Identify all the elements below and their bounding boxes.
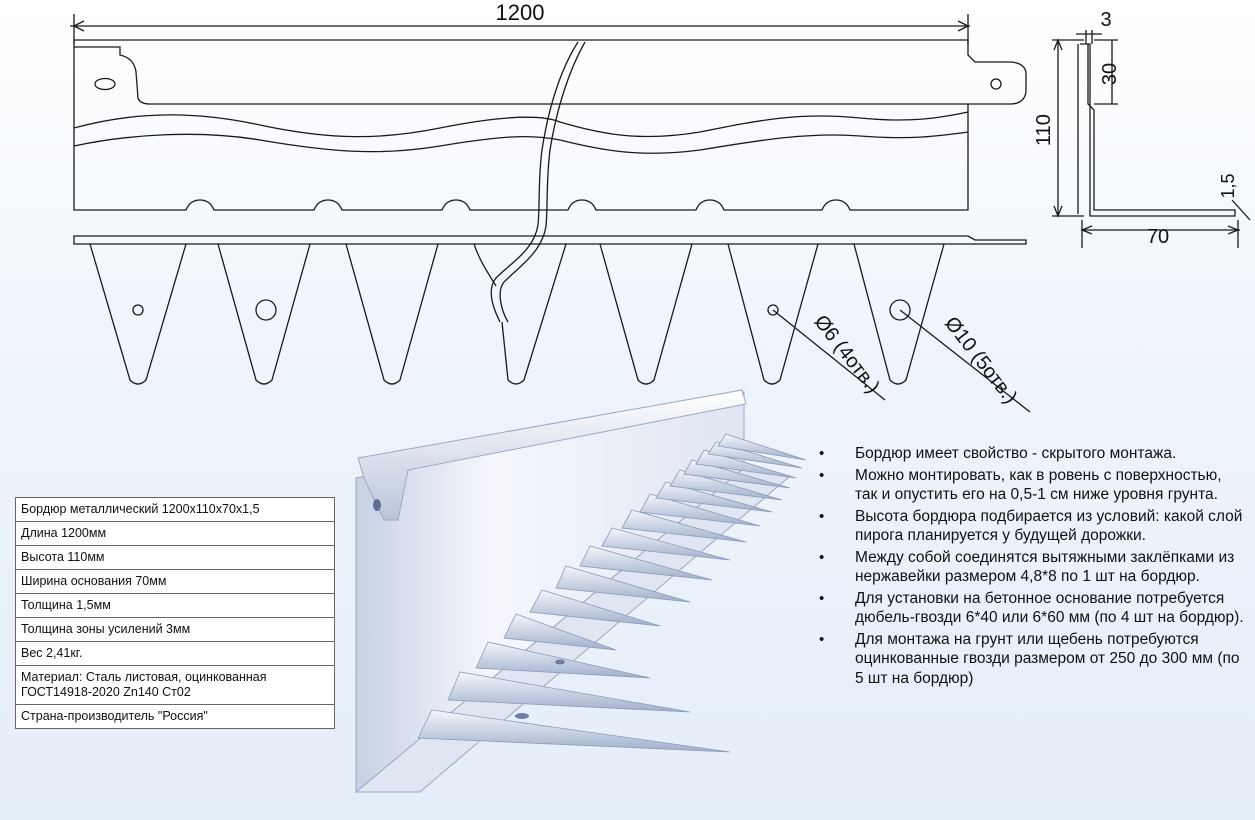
hole-large	[255, 299, 277, 321]
list-item: Бордюр имеет свойство - скрытого монтажа…	[817, 444, 1247, 464]
length-label: 1200	[496, 0, 545, 25]
table-row: Страна-производитель "Россия"	[15, 704, 335, 729]
render-slot-hole	[373, 499, 381, 511]
table-row: Ширина основания 70мм	[15, 569, 335, 594]
tab-hole	[990, 78, 1002, 90]
base-strip	[73, 235, 1027, 245]
spike-row	[89, 243, 945, 385]
spec-material: Материал: Сталь листовая, оцинкованная Г…	[15, 665, 335, 705]
render-hole	[515, 713, 529, 719]
body-outline	[73, 104, 969, 211]
product-render	[354, 389, 807, 794]
table-row: Толщина 1,5мм	[15, 593, 335, 618]
list-item: Высота бордюра подбирается из условий: к…	[817, 507, 1247, 546]
slot-hole	[94, 77, 116, 91]
spec-title: Бордюр металлический 1200х110х70х1,5	[15, 497, 335, 522]
crack-line	[490, 41, 579, 323]
spec-length: Длина 1200мм	[15, 521, 335, 546]
spec-reinforcement: Толщина зоны усилений 3мм	[15, 617, 335, 642]
feature-list: Бордюр имеет свойство - скрытого монтажа…	[817, 444, 1247, 690]
list-item: Можно монтировать, как в ровень с поверх…	[817, 466, 1247, 505]
hole-large	[889, 299, 911, 321]
spec-height: Высота 110мм	[15, 545, 335, 570]
hole-small-label: Ø6 (4отв.)	[810, 311, 884, 398]
hole-large-leader	[899, 309, 1031, 413]
render-spikes	[417, 433, 807, 753]
hole-large-label: Ø10 (5отв.)	[940, 313, 1021, 408]
spec-base-width: Ширина основания 70мм	[15, 569, 335, 594]
table-row: Высота 110мм	[15, 545, 335, 570]
top-thickness-label: 3	[1100, 9, 1111, 31]
flange-label: 30	[1099, 63, 1121, 85]
table-row: Толщина зоны усилений 3мм	[15, 617, 335, 642]
hole-small	[767, 304, 779, 316]
hole-small-leader	[772, 309, 886, 401]
table-row: Бордюр металлический 1200х110х70х1,5	[15, 497, 335, 522]
height-label: 110	[1033, 114, 1055, 146]
list-item: Для монтажа на грунт или щебень потребую…	[817, 630, 1247, 689]
upper-strip	[73, 39, 1027, 105]
table-row: Вес 2,41кг.	[15, 641, 335, 666]
sheet-thickness-label: 1,5	[1218, 173, 1238, 198]
list-item: Для установки на бетонное основание потр…	[817, 589, 1247, 628]
table-row: Длина 1200мм	[15, 521, 335, 546]
render-hole	[555, 659, 565, 665]
flat-pattern	[70, 14, 1031, 413]
base-width-label: 70	[1147, 226, 1169, 248]
wave-line-2	[73, 131, 969, 154]
list-item: Между собой соединятся вытяжными заклёпк…	[817, 548, 1247, 587]
cross-section	[1052, 30, 1251, 248]
hole-small	[132, 304, 144, 316]
spec-country: Страна-производитель "Россия"	[15, 704, 335, 729]
length-dimension	[70, 14, 970, 44]
spec-table: Бордюр металлический 1200х110х70х1,5 Дли…	[15, 497, 335, 729]
table-row: Материал: Сталь листовая, оцинкованная Г…	[15, 665, 335, 705]
spec-weight: Вес 2,41кг.	[15, 641, 335, 666]
wave-line-1	[73, 111, 969, 138]
spec-thickness: Толщина 1,5мм	[15, 593, 335, 618]
